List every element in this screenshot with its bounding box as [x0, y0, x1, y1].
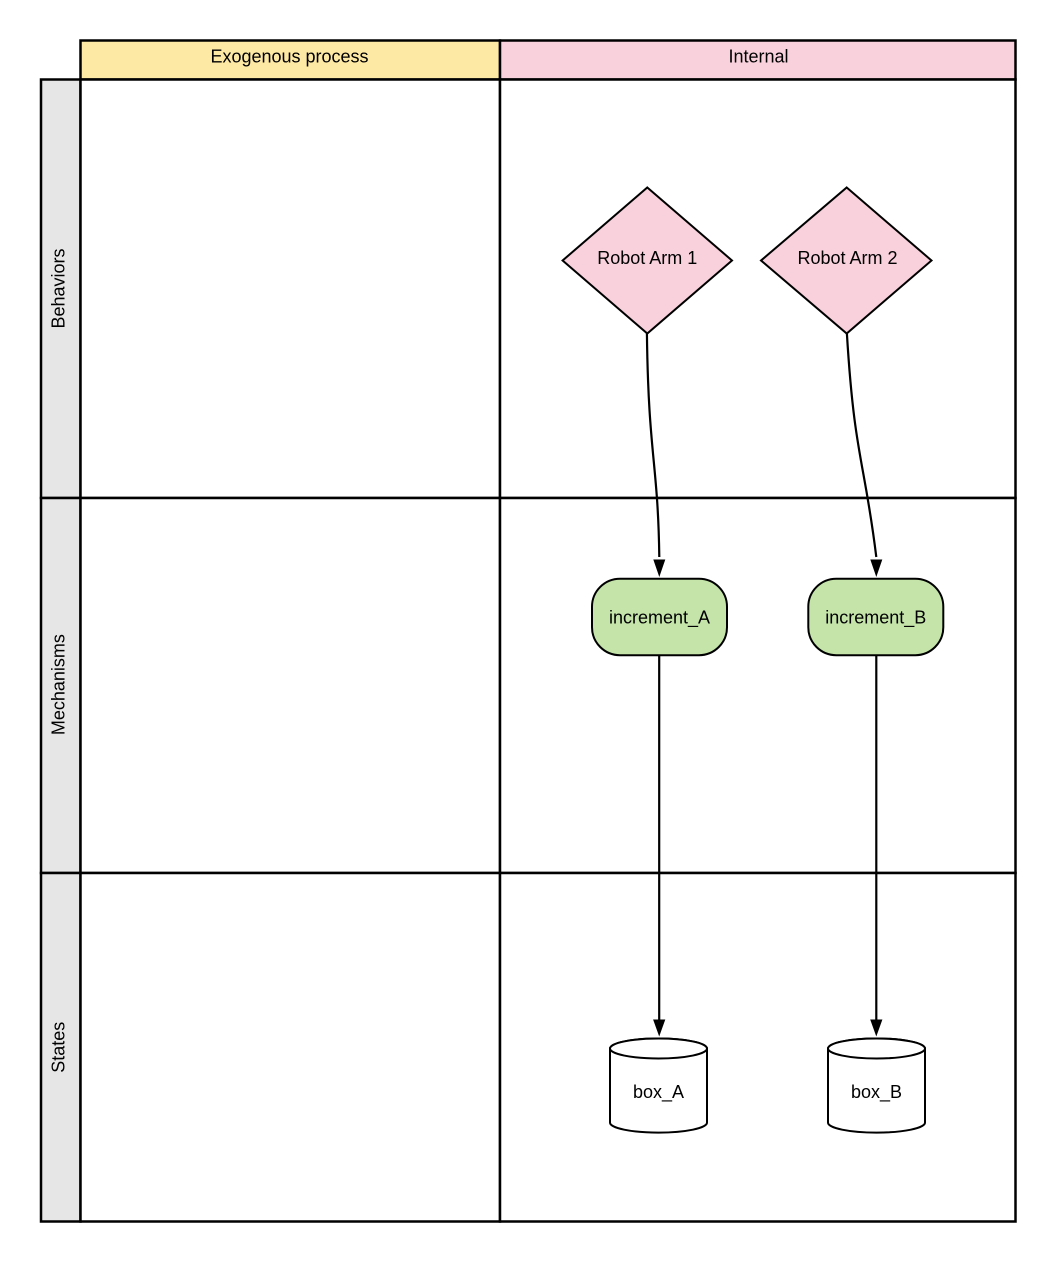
- svg-text:box_B: box_B: [851, 1082, 902, 1103]
- svg-text:increment_B: increment_B: [825, 608, 926, 629]
- svg-text:box_A: box_A: [633, 1082, 684, 1103]
- svg-text:Robot Arm 2: Robot Arm 2: [797, 248, 897, 268]
- svg-text:increment_A: increment_A: [609, 608, 710, 629]
- svg-text:Mechanisms: Mechanisms: [49, 634, 69, 735]
- svg-text:Exogenous process: Exogenous process: [210, 47, 368, 67]
- svg-text:States: States: [49, 1022, 69, 1073]
- svg-text:Internal: Internal: [728, 47, 788, 67]
- svg-text:Robot Arm 1: Robot Arm 1: [597, 248, 697, 268]
- svg-text:Behaviors: Behaviors: [49, 248, 69, 328]
